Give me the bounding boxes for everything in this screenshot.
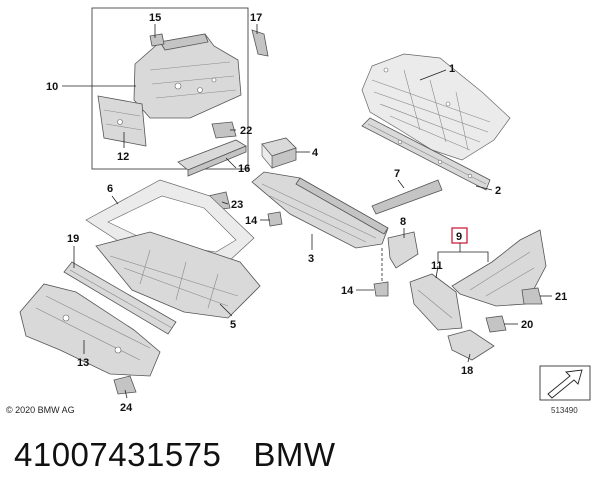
callout-18: 18 <box>461 365 473 377</box>
copyright-notice: © 2020 BMW AG <box>6 405 75 415</box>
callout-20: 20 <box>521 319 533 331</box>
caption: 41007431575 BMW <box>14 436 336 474</box>
part-10-rear-floor-section <box>133 33 242 119</box>
callout-19: 19 <box>67 233 79 245</box>
callout-10: 10 <box>46 81 58 93</box>
part-18-bracket <box>447 329 495 361</box>
callout-22: 22 <box>240 125 252 137</box>
callout-15: 15 <box>149 12 161 24</box>
callout-12: 12 <box>117 151 129 163</box>
part-22-bracket <box>211 121 237 139</box>
part-8-bracket <box>387 231 419 269</box>
part-9-panel <box>451 229 547 307</box>
part-14-clip-upper <box>267 211 283 227</box>
callout-11: 11 <box>431 260 443 272</box>
part-20-bracket <box>485 315 507 333</box>
callout-13: 13 <box>77 357 89 369</box>
part-number: 41007431575 <box>14 436 222 473</box>
callout-8: 8 <box>400 216 406 228</box>
part-7-strut <box>371 179 443 215</box>
part-17-bracket <box>251 29 269 57</box>
callout-1: 1 <box>449 63 455 75</box>
callout-9-highlight-box <box>451 227 468 244</box>
part-24-bracket <box>113 375 137 395</box>
diagram-id: 513490 <box>551 406 578 415</box>
part-14-clip-lower <box>373 281 389 297</box>
orientation-arrow-icon <box>539 365 591 401</box>
callout-14-upper: 14 <box>245 215 258 227</box>
part-2-cross-member <box>361 117 491 191</box>
part-4-block <box>261 137 297 169</box>
callout-16: 16 <box>238 163 250 175</box>
part-13-side-panel <box>19 283 161 377</box>
parts-diagram: 15 17 10 12 1 22 4 16 2 7 6 23 14 8 9 19… <box>19 7 591 414</box>
callout-5: 5 <box>230 319 236 331</box>
callout-2: 2 <box>495 185 501 197</box>
brand-name: BMW <box>253 436 336 473</box>
part-11-panel <box>409 273 463 331</box>
callout-14-lower: 14 <box>341 285 354 297</box>
callout-labels: 15 17 10 12 1 22 4 16 2 7 6 23 14 8 9 19… <box>46 12 567 414</box>
callout-17: 17 <box>250 12 262 24</box>
callout-9: 9 <box>456 231 462 243</box>
leader-lines <box>62 24 552 399</box>
part-12-side-bracket <box>97 95 147 147</box>
callout-24: 24 <box>120 402 133 414</box>
callout-23: 23 <box>231 199 243 211</box>
part-1-floor-panel <box>361 53 511 161</box>
part-15-clip <box>149 33 165 47</box>
callout-3: 3 <box>308 253 314 265</box>
callout-7: 7 <box>394 168 400 180</box>
callout-6: 6 <box>107 183 113 195</box>
group-frame-10 <box>91 7 249 170</box>
part-16-rail <box>177 139 247 177</box>
part-19-sill-rail <box>63 261 177 335</box>
part-21-bracket <box>521 287 543 305</box>
part-5-floor-pan <box>95 231 261 319</box>
callout-21: 21 <box>555 291 567 303</box>
callout-4: 4 <box>312 147 319 159</box>
part-3-longitudinal-member <box>251 171 389 249</box>
